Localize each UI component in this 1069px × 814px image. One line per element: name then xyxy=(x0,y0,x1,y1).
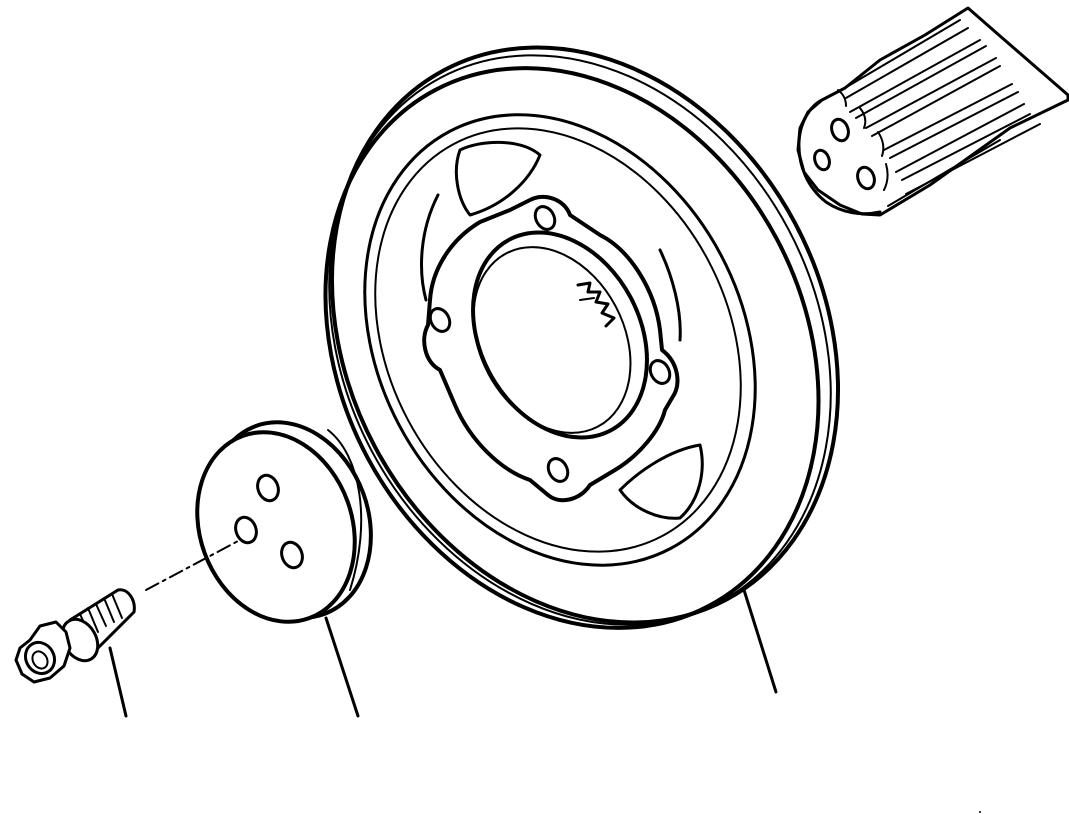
leader-line-washer xyxy=(324,616,360,718)
leader-line-pulley xyxy=(742,588,778,694)
bolt-icon xyxy=(14,588,136,684)
splined-shaft-icon xyxy=(796,6,1069,217)
leader-line-bolt xyxy=(108,646,128,718)
alignment-centerline xyxy=(145,539,241,591)
washer-icon xyxy=(195,420,373,624)
pulley-icon xyxy=(323,45,840,630)
scan-speck xyxy=(979,811,981,813)
